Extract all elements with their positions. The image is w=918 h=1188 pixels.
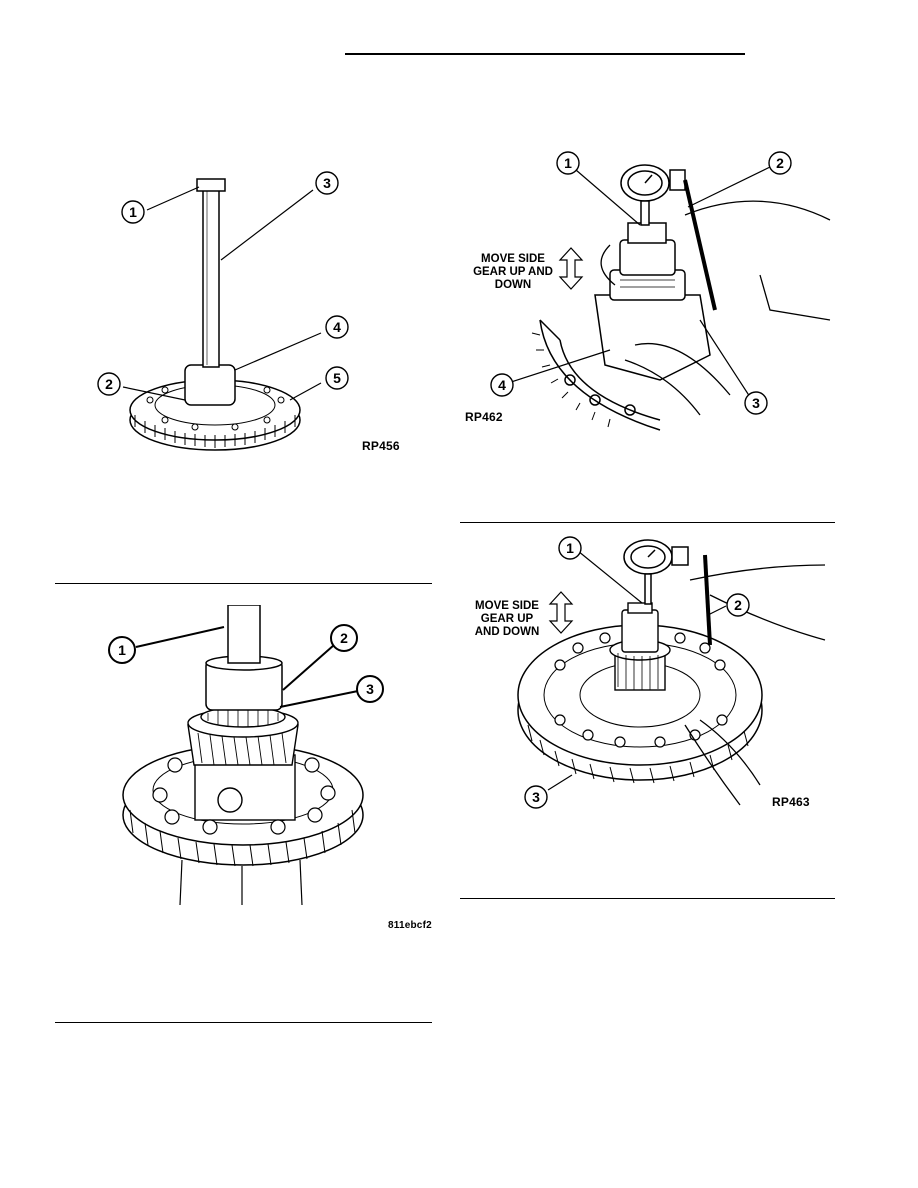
svg-text:2: 2 xyxy=(105,376,113,392)
svg-text:5: 5 xyxy=(333,370,341,386)
header-rule xyxy=(345,53,745,55)
svg-text:1: 1 xyxy=(564,155,572,171)
caption-line-1: MOVE SIDE xyxy=(475,600,539,612)
svg-text:3: 3 xyxy=(532,789,540,805)
figure-rp456-illustration: 1 3 4 2 5 xyxy=(97,171,349,451)
figure-rp462: 1 2 3 4 xyxy=(460,145,840,435)
figure-811ebcf2: 1 2 3 xyxy=(100,604,440,915)
up-down-arrow xyxy=(548,591,574,634)
figure-rp462-caption: MOVE SIDE GEAR UP AND DOWN xyxy=(472,253,554,292)
figure-code-rp463: RP463 xyxy=(772,795,810,809)
callout-1: 1 xyxy=(558,536,582,560)
callout-3: 3 xyxy=(315,171,339,195)
svg-text:4: 4 xyxy=(333,319,341,335)
caption-line-3: DOWN xyxy=(494,279,532,291)
svg-text:2: 2 xyxy=(734,597,742,613)
svg-text:1: 1 xyxy=(118,642,126,658)
svg-text:3: 3 xyxy=(366,681,374,697)
figure-811ebcf2-illustration: 1 2 3 xyxy=(108,604,384,906)
up-down-arrow xyxy=(558,247,584,290)
figure-code-811ebcf2: 811ebcf2 xyxy=(388,920,432,931)
svg-text:3: 3 xyxy=(752,395,760,411)
caption-line-2: GEAR UP AND xyxy=(473,266,553,278)
caption-line-3: AND DOWN xyxy=(474,626,540,638)
divider-right-1 xyxy=(460,522,835,523)
callout-5: 5 xyxy=(325,366,349,390)
bearing-hub xyxy=(609,602,671,691)
installer-tool xyxy=(205,604,283,711)
caption-line-1: MOVE SIDE xyxy=(481,253,545,265)
svg-text:1: 1 xyxy=(566,540,574,556)
ring-gear xyxy=(129,379,301,451)
callout-3: 3 xyxy=(356,675,384,703)
svg-text:3: 3 xyxy=(323,175,331,191)
figure-rp456: 1 3 4 2 5 xyxy=(95,165,435,465)
callout-3: 3 xyxy=(744,391,768,415)
differential-case xyxy=(594,222,711,381)
callout-4: 4 xyxy=(490,373,514,397)
callout-2: 2 xyxy=(330,624,358,652)
divider-left-1 xyxy=(55,583,432,584)
figure-rp462-illustration: 1 2 3 4 xyxy=(490,151,831,431)
dial-indicator xyxy=(620,164,717,311)
dial-indicator xyxy=(623,539,712,646)
figure-rp463-caption: MOVE SIDE GEAR UP AND DOWN xyxy=(470,600,544,639)
callout-3: 3 xyxy=(524,785,548,809)
svg-text:4: 4 xyxy=(498,377,506,393)
svg-text:2: 2 xyxy=(776,155,784,171)
divider-right-2 xyxy=(460,898,835,899)
callout-4: 4 xyxy=(325,315,349,339)
differential-case xyxy=(152,754,336,835)
ring-gear xyxy=(531,319,661,431)
callout-1: 1 xyxy=(556,151,580,175)
svg-text:1: 1 xyxy=(129,204,137,220)
callout-2: 2 xyxy=(97,372,121,396)
callout-1: 1 xyxy=(121,200,145,224)
figure-rp463-illustration: 1 2 3 xyxy=(517,536,826,809)
callout-2: 2 xyxy=(768,151,792,175)
figure-code-rp456: RP456 xyxy=(362,439,400,453)
callout-1: 1 xyxy=(108,636,136,664)
figure-rp463: 1 2 3 xyxy=(460,535,840,820)
installer-tool xyxy=(184,178,236,406)
divider-left-2 xyxy=(55,1022,432,1023)
caption-line-2: GEAR UP xyxy=(480,613,534,625)
svg-text:2: 2 xyxy=(340,630,348,646)
callout-2: 2 xyxy=(726,593,750,617)
figure-code-rp462: RP462 xyxy=(465,410,503,424)
